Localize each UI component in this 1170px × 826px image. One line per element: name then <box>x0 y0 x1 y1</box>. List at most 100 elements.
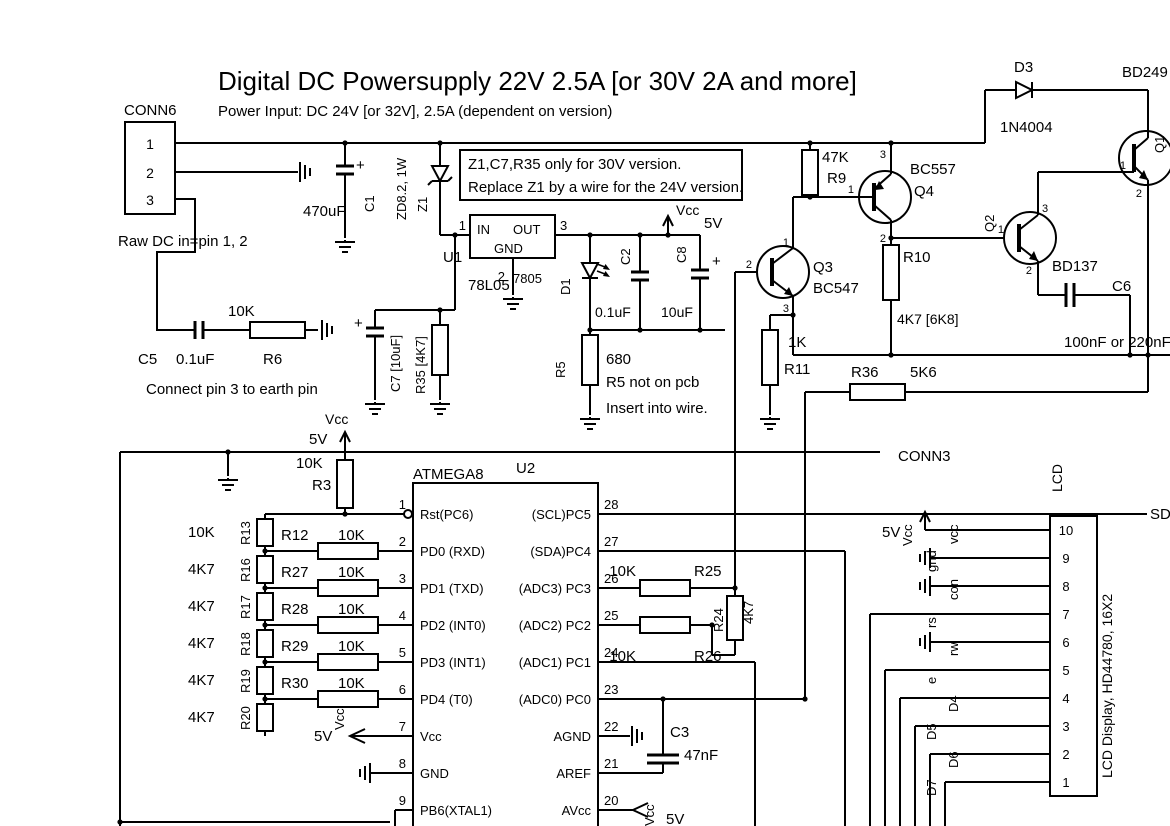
u1-pin-in: 1 <box>459 218 466 233</box>
sda-label: SD <box>1150 506 1170 523</box>
q1-ref: Q1 <box>1152 136 1167 153</box>
r10-ref: R10 <box>903 249 931 266</box>
r6-value: 10K <box>228 303 255 320</box>
r27-value: 10K <box>338 564 365 581</box>
r5-note-2: Insert into wire. <box>606 400 708 417</box>
r17-ref: R17 <box>238 595 253 619</box>
r36-value: 5K6 <box>910 364 937 381</box>
z1-value: ZD8.2, 1W <box>394 157 409 220</box>
resistor-r16 <box>256 555 274 584</box>
c2-ref: C2 <box>618 248 633 265</box>
ground-icon <box>217 477 239 491</box>
u2-pin-num: 22 <box>604 719 618 734</box>
r12-value: 10K <box>338 527 365 544</box>
resistor-r5 <box>581 334 599 386</box>
u1-body <box>469 214 556 259</box>
lcd-signal-rw: rw <box>946 642 961 656</box>
u2-body <box>412 482 599 826</box>
led-d1 <box>580 262 610 281</box>
resistor-r27 <box>317 579 379 597</box>
r26-ref: R26 <box>694 648 722 665</box>
lcd-pin-num: 8 <box>1062 579 1069 594</box>
vcc-label-lcd: Vcc <box>900 524 915 546</box>
u1-ref: U1 <box>443 249 462 266</box>
resistor-r24 <box>726 595 744 641</box>
u2-pin-label: Rst(PC6) <box>420 507 473 522</box>
lcd-signal-e: e <box>924 677 939 684</box>
conn6-pin2: 2 <box>146 165 154 181</box>
lcd-label: LCD <box>1049 464 1065 492</box>
lcd-pin-num: 10 <box>1059 523 1073 538</box>
lcd-pin-num: 5 <box>1062 663 1069 678</box>
c6-value: 100nF or 220nF <box>1064 334 1170 351</box>
u1-in: IN <box>477 222 490 237</box>
u2-pin-num: 24 <box>604 645 618 660</box>
junction-dots <box>117 140 1151 825</box>
earth-note: Connect pin 3 to earth pin <box>146 381 318 398</box>
c1-plus: + <box>356 157 365 174</box>
r18-ref: R18 <box>238 632 253 656</box>
ground-icon <box>359 762 371 784</box>
page-title: Digital DC Powersupply 22V 2.5A [or 30V … <box>218 66 857 96</box>
c1-ref: C1 <box>362 195 377 212</box>
q2-pin-top: 3 <box>1042 203 1048 215</box>
v5-label-lcd: 5V <box>882 524 900 541</box>
r9-ref: R9 <box>827 170 846 187</box>
lcd-signal-d5: D5 <box>924 723 939 740</box>
resistor-r28 <box>317 616 379 634</box>
r13-value: 10K <box>188 524 215 541</box>
resistor-r9 <box>801 149 819 196</box>
u2-pin-num: 5 <box>399 645 406 660</box>
u1-name: 78L05 <box>468 277 510 294</box>
vcc-label-pin7: Vcc <box>332 708 347 730</box>
u1-pin-out: 3 <box>560 218 567 233</box>
u2-pin-num: 7 <box>399 719 406 734</box>
u2-pin-label: (ADC2) PC2 <box>519 618 591 633</box>
c5-value: 0.1uF <box>176 351 214 368</box>
u2-pin-num: 8 <box>399 756 406 771</box>
resistor-r11 <box>761 329 779 386</box>
r30-ref: R30 <box>281 675 309 692</box>
reset-pin-circle <box>403 509 413 519</box>
q2-pin-bottom: 2 <box>1026 265 1032 277</box>
c3-value: 47nF <box>684 747 718 764</box>
r28-value: 10K <box>338 601 365 618</box>
conn6-pin1: 1 <box>146 136 154 152</box>
resistor-r3 <box>336 459 354 509</box>
page-subtitle: Power Input: DC 24V [or 32V], 2.5A (depe… <box>218 103 612 120</box>
v5-label-u1: 5V <box>704 215 722 232</box>
u2-pin-num: 21 <box>604 756 618 771</box>
v5-label-r3: 5V <box>309 431 327 448</box>
resistor-r29 <box>317 653 379 671</box>
r19-ref: R19 <box>238 669 253 693</box>
c5-ref: C5 <box>138 351 157 368</box>
q1-pin-base: 1 <box>1120 160 1126 172</box>
z1-ref: Z1 <box>415 197 430 212</box>
r20-ref: R20 <box>238 706 253 730</box>
transistor-q2 <box>1003 211 1057 265</box>
lcd-pin-num: 9 <box>1062 551 1069 566</box>
u2-pin-num: 3 <box>399 571 406 586</box>
r3-value: 10K <box>296 455 323 472</box>
q2-ref: Q2 <box>982 215 997 232</box>
version-note-1: Z1,C7,R35 only for 30V version. <box>468 156 681 173</box>
wires-mcu <box>119 432 1147 826</box>
transistor-q4 <box>858 170 912 224</box>
r36-ref: R36 <box>851 364 879 381</box>
ground-icon <box>502 296 524 310</box>
r30-value: 10K <box>338 675 365 692</box>
u2-pin-label: PB6(XTAL1) <box>420 803 492 818</box>
lcd-signal-d7: D7 <box>924 779 939 796</box>
q3-name: BC547 <box>813 280 859 297</box>
resistor-r10 <box>882 244 900 301</box>
u2-pin-label: (ADC1) PC1 <box>519 655 591 670</box>
resistor-r35 <box>431 324 449 376</box>
resistor-r25 <box>639 579 691 597</box>
r13-ref: R13 <box>238 521 253 545</box>
r26-value: 10K <box>609 648 636 665</box>
r12-ref: R12 <box>281 527 309 544</box>
q4-ref: Q4 <box>914 183 934 200</box>
c8-plus: + <box>712 253 721 270</box>
q1-pin-bottom: 2 <box>1136 188 1142 200</box>
